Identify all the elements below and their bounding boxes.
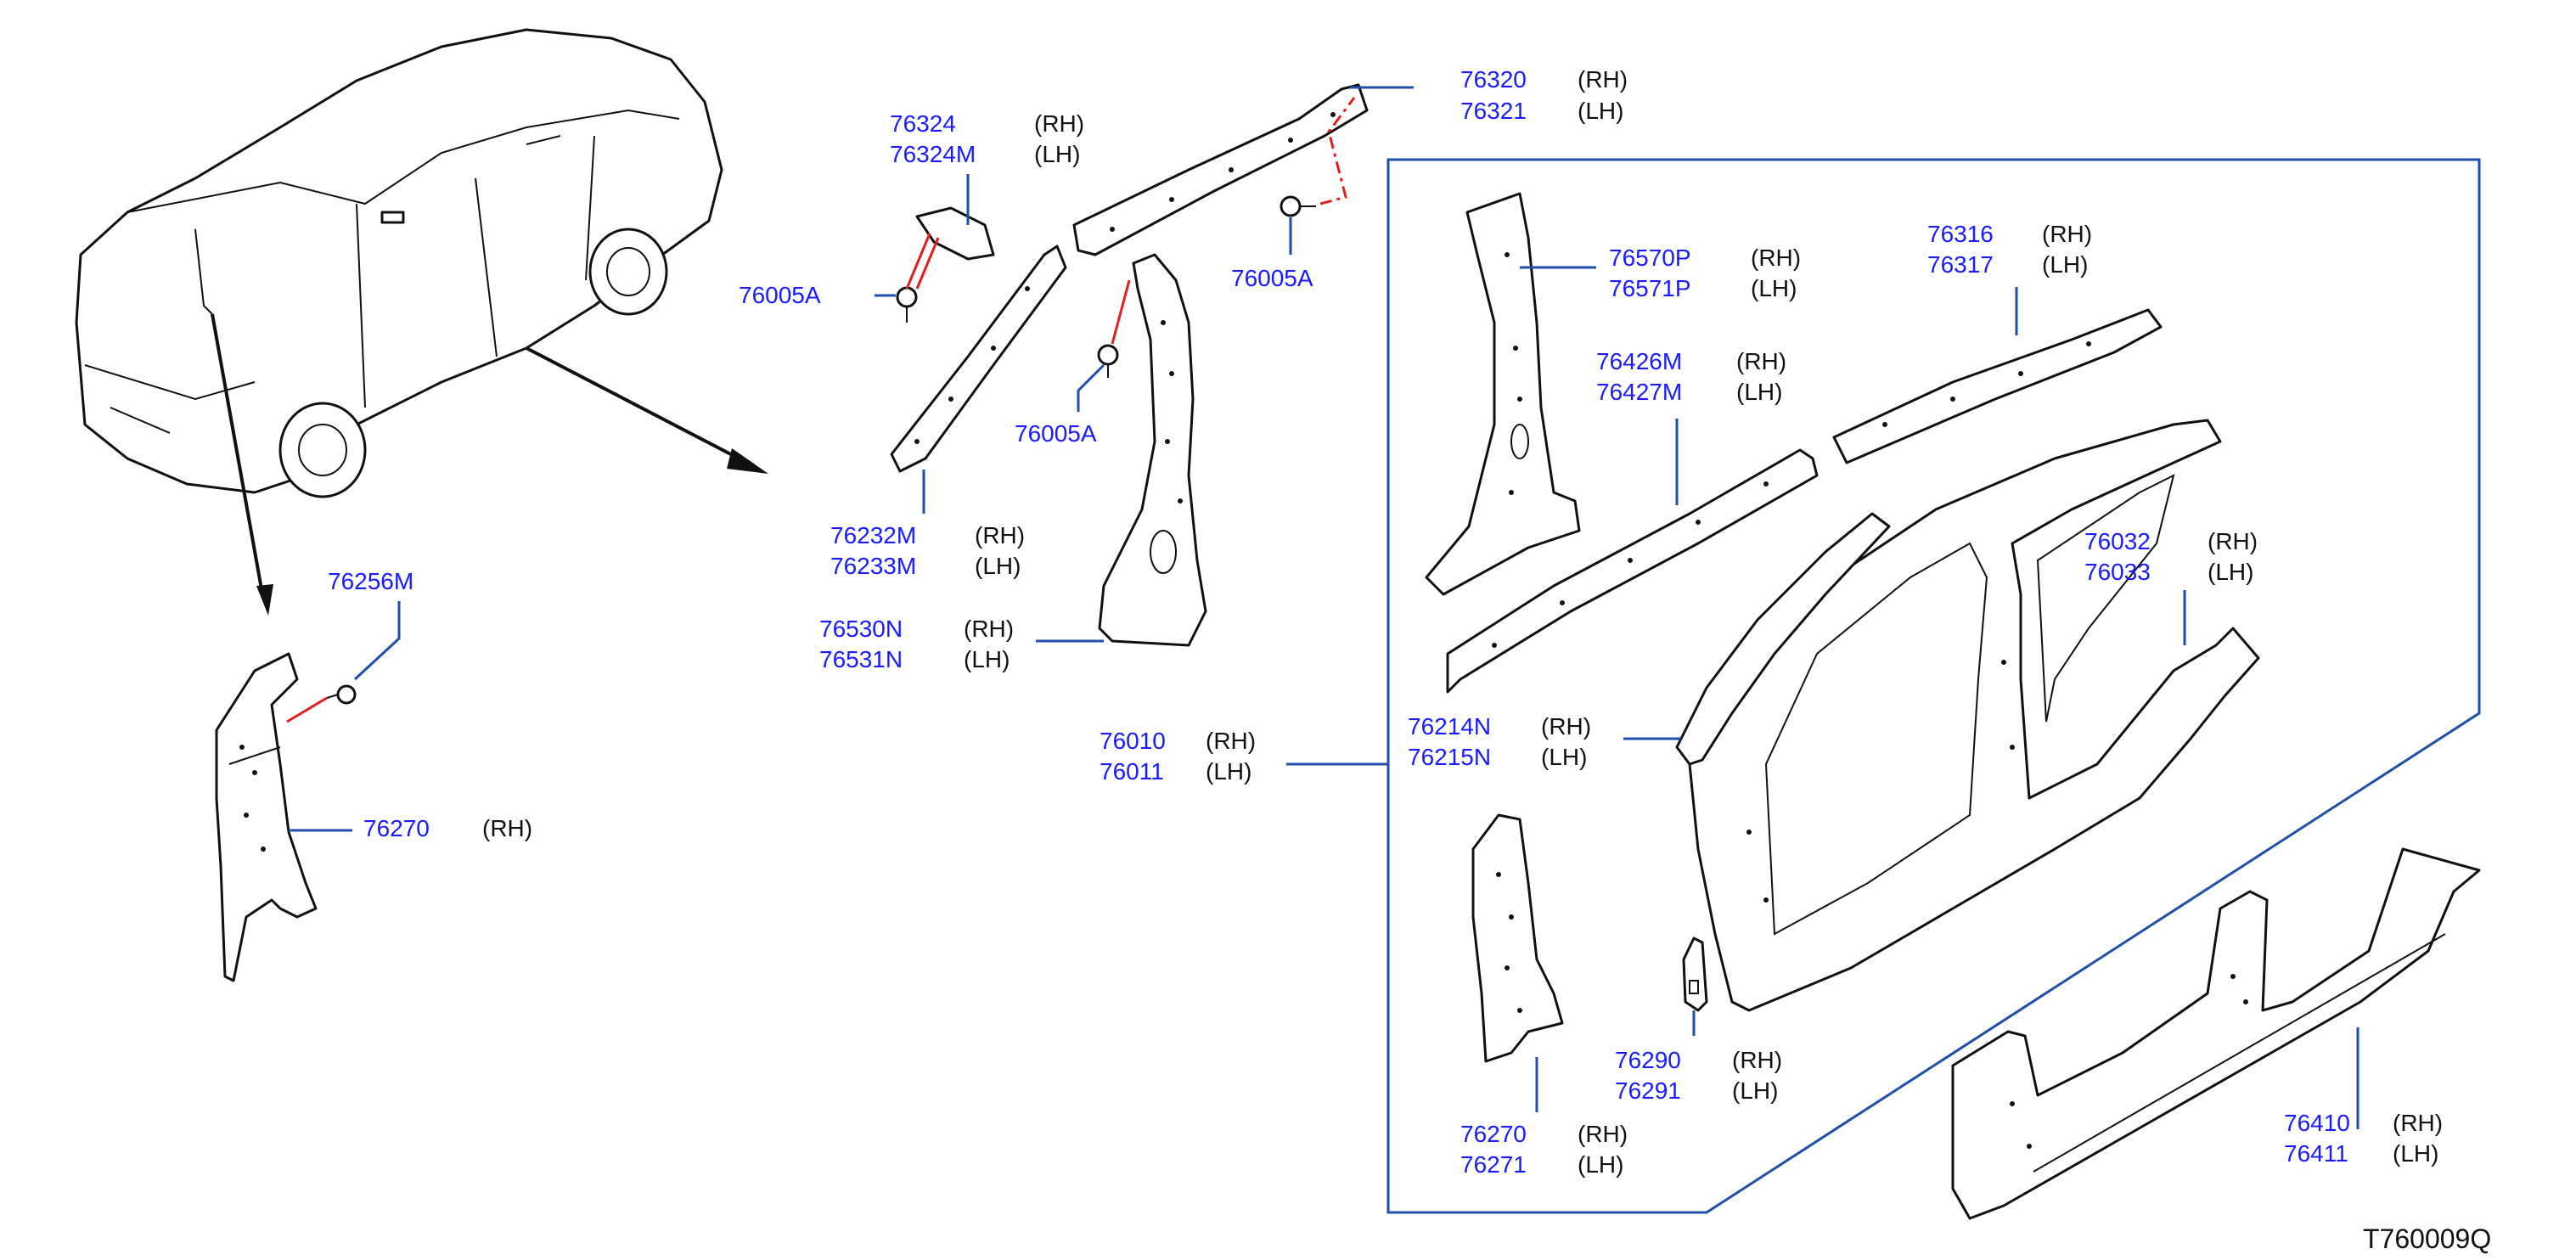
part-number-76320[interactable]: 76320	[1460, 66, 1527, 93]
part-number-76324M[interactable]: 76324M	[890, 141, 976, 167]
part-number-76427M[interactable]: 76427M	[1596, 379, 1682, 405]
side-label-76232M: (RH)	[975, 522, 1025, 548]
bolt-76005A-left-icon	[896, 286, 918, 323]
part-76530N-pillar-illustration	[1098, 253, 1207, 647]
part-number-76270-left[interactable]: 76270	[363, 815, 430, 841]
side-label-76531N: (LH)	[964, 646, 1010, 672]
fastener-connector-line	[905, 233, 940, 290]
leader-76256M	[353, 601, 401, 681]
fastener-76256M-icon	[326, 684, 357, 705]
part-number-76005A-middle[interactable]: 76005A	[1015, 420, 1097, 447]
part-number-76270-bottom[interactable]: 76270	[1460, 1121, 1527, 1147]
side-label-76215N: (LH)	[1541, 744, 1587, 770]
side-label-76317: (LH)	[2042, 251, 2088, 278]
part-number-76570P[interactable]: 76570P	[1609, 245, 1691, 271]
side-label-76411: (LH)	[2393, 1140, 2438, 1167]
part-number-76411[interactable]: 76411	[2284, 1140, 2348, 1167]
side-label-76214N: (RH)	[1541, 713, 1591, 740]
fastener-connector-line	[1111, 279, 1131, 345]
part-76032-body-side-illustration	[1688, 419, 2260, 1012]
part-number-76317[interactable]: 76317	[1927, 251, 1994, 278]
part-number-76324[interactable]: 76324	[890, 110, 956, 137]
part-number-76033[interactable]: 76033	[2084, 559, 2151, 585]
part-number-76256M[interactable]: 76256M	[328, 568, 413, 594]
part-number-76531N[interactable]: 76531N	[819, 646, 903, 672]
assembly-group-boundary	[1386, 158, 2481, 1214]
part-number-76571P[interactable]: 76571P	[1609, 275, 1691, 301]
part-number-76321[interactable]: 76321	[1460, 98, 1527, 124]
part-number-76005A-left[interactable]: 76005A	[739, 282, 821, 308]
side-label-76291: (LH)	[1732, 1077, 1778, 1104]
side-label-76427M: (LH)	[1736, 379, 1782, 405]
part-76320-roof-rail-illustration	[1072, 83, 1369, 256]
side-label-76032: (RH)	[2208, 528, 2258, 554]
side-label-76570P: (RH)	[1751, 245, 1801, 271]
part-number-76032[interactable]: 76032	[2084, 528, 2151, 554]
callout-arrows	[211, 313, 768, 616]
down-arrowhead-icon	[256, 584, 273, 616]
part-number-76232M[interactable]: 76232M	[830, 522, 916, 548]
side-label-76270-left: (RH)	[482, 815, 532, 841]
part-76270-left-illustration	[215, 652, 318, 982]
side-label-76271: (LH)	[1578, 1151, 1623, 1178]
part-number-76291[interactable]: 76291	[1615, 1077, 1681, 1104]
part-number-76233M[interactable]: 76233M	[830, 553, 916, 579]
part-number-76530N[interactable]: 76530N	[819, 616, 903, 642]
side-label-76320: (RH)	[1578, 66, 1628, 93]
bolt-76005A-middle-icon	[1097, 344, 1119, 378]
side-label-76321: (LH)	[1578, 98, 1623, 124]
part-76214N-illustration	[1675, 512, 1891, 766]
part-76270-bottom-illustration	[1471, 813, 1564, 1063]
side-label-76316: (RH)	[2042, 221, 2092, 247]
part-number-76010[interactable]: 76010	[1100, 728, 1166, 754]
side-label-76270-bottom: (RH)	[1578, 1121, 1628, 1147]
part-number-76215N[interactable]: 76215N	[1408, 744, 1491, 770]
side-label-76324: (RH)	[1034, 110, 1084, 137]
side-label-76571P: (LH)	[1751, 275, 1797, 301]
part-76324-bracket-illustration	[915, 206, 995, 261]
part-76232M-illustration	[890, 245, 1067, 473]
side-label-76530N: (RH)	[964, 616, 1014, 642]
side-label-76233M: (LH)	[975, 553, 1021, 579]
part-number-76011[interactable]: 76011	[1100, 758, 1164, 785]
part-number-76271[interactable]: 76271	[1460, 1151, 1527, 1178]
part-76410-sill-illustration	[1951, 847, 2481, 1220]
side-label-76011: (LH)	[1206, 758, 1251, 785]
vehicle-overview-illustration	[75, 28, 723, 498]
part-number-76316[interactable]: 76316	[1927, 221, 1994, 247]
diagram-code: T760009Q	[2363, 1223, 2491, 1254]
side-label-76426M: (RH)	[1736, 348, 1786, 374]
part-76290-illustration	[1682, 937, 1708, 1012]
right-arrowhead-icon	[727, 448, 768, 474]
fastener-connector-line	[286, 696, 328, 723]
part-76570P-illustration	[1425, 192, 1581, 596]
part-number-76290[interactable]: 76290	[1615, 1047, 1681, 1073]
part-number-76410[interactable]: 76410	[2284, 1110, 2350, 1136]
side-label-76010: (RH)	[1206, 728, 1256, 754]
leader-76005A-middle	[1077, 363, 1105, 412]
part-number-76005A-right[interactable]: 76005A	[1231, 265, 1313, 291]
side-label-76410: (RH)	[2393, 1110, 2443, 1136]
bolt-76005A-right-icon	[1280, 195, 1316, 217]
side-label-76290: (RH)	[1732, 1047, 1782, 1073]
side-label-76033: (LH)	[2208, 559, 2253, 585]
part-76316-illustration	[1832, 308, 2163, 464]
part-number-76426M[interactable]: 76426M	[1596, 348, 1682, 374]
fastener-connector-line	[1319, 97, 1356, 205]
part-76426M-illustration	[1446, 448, 1819, 694]
side-label-76324M: (LH)	[1034, 141, 1080, 167]
part-number-76214N[interactable]: 76214N	[1408, 713, 1491, 740]
